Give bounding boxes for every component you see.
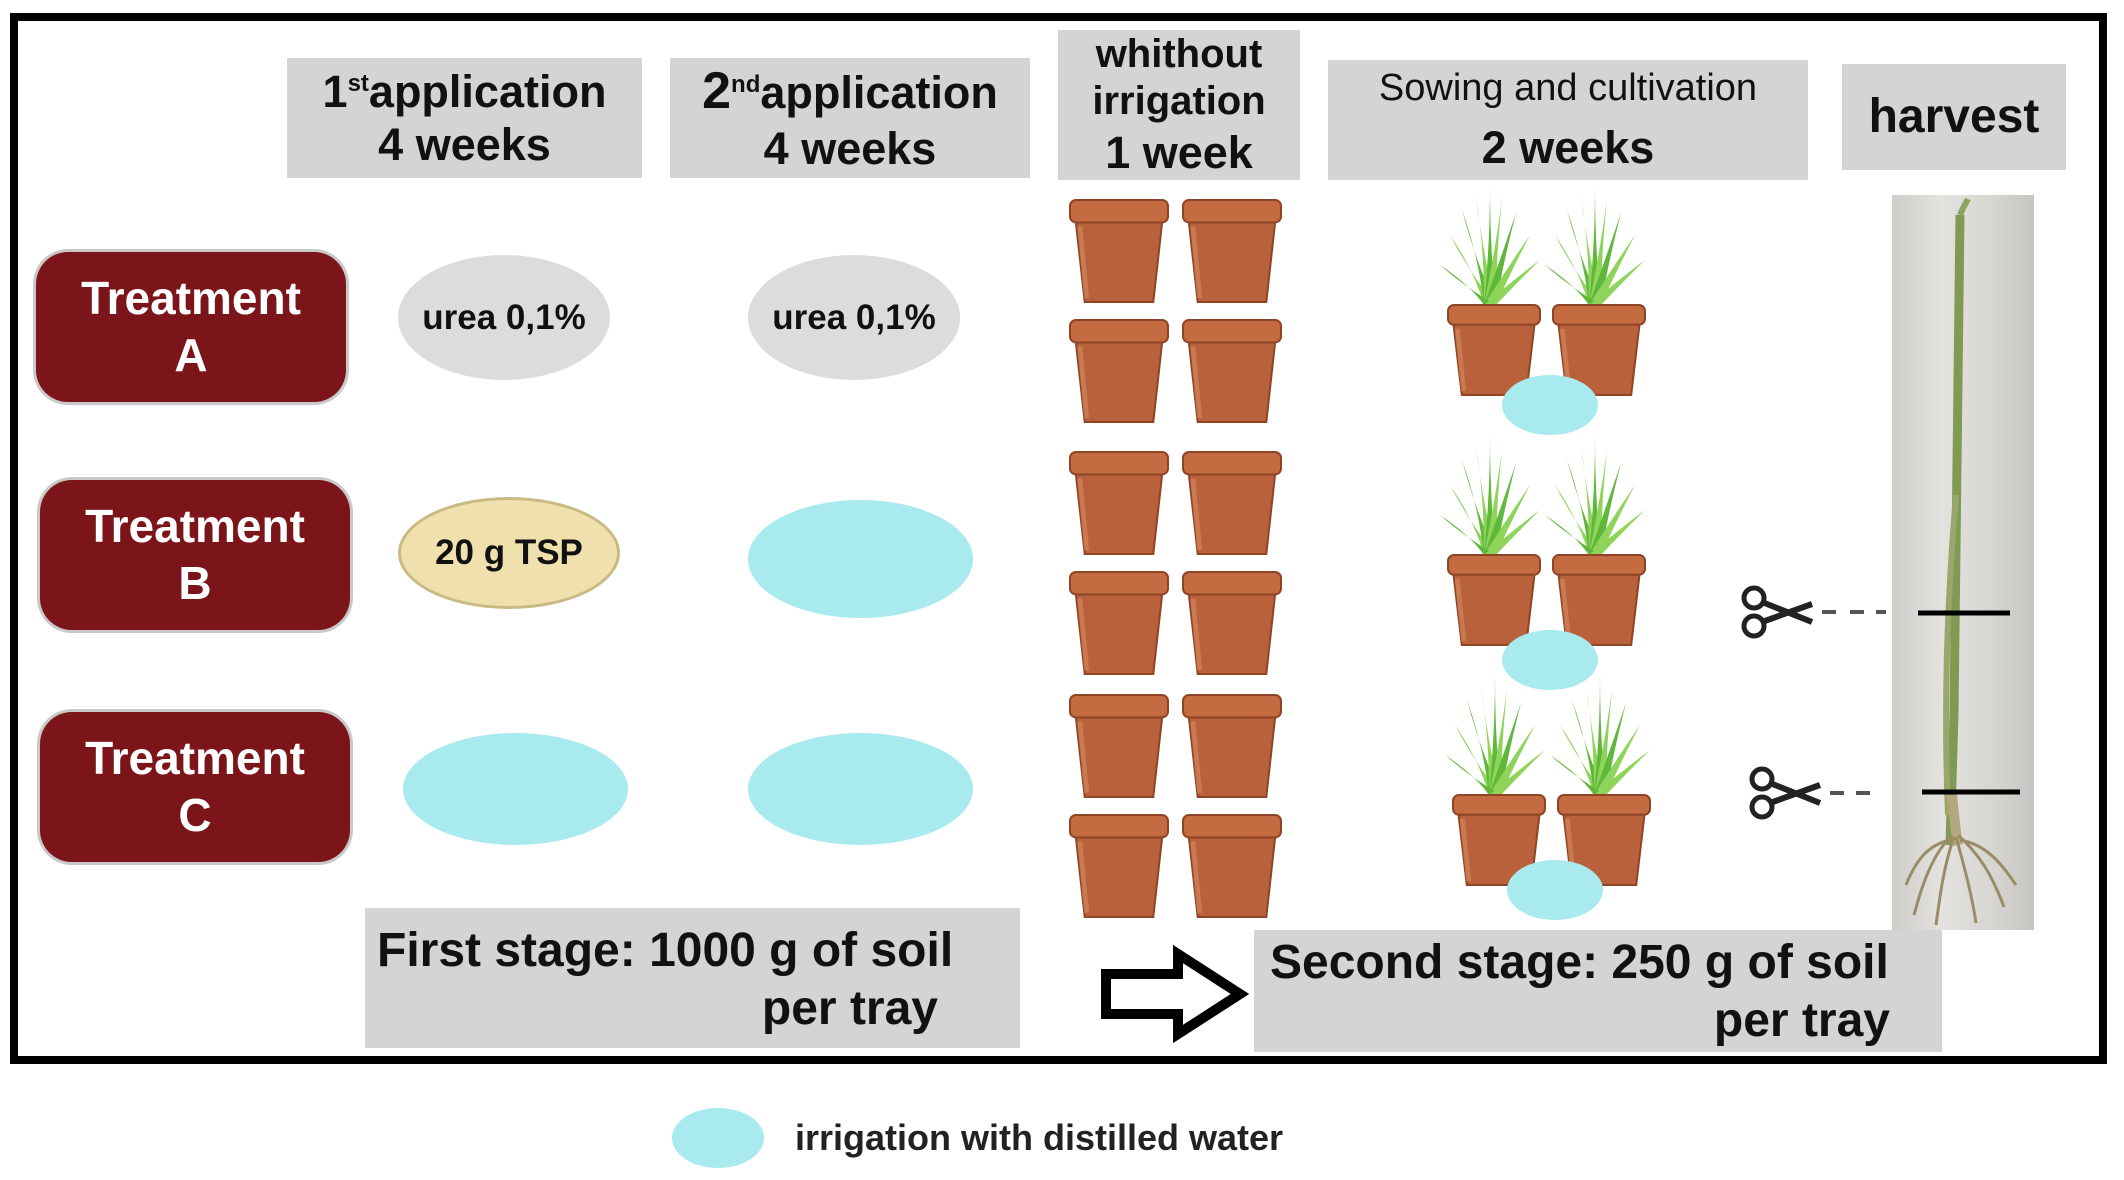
flower-pot-icon bbox=[1069, 814, 1169, 918]
grass-plant-icon bbox=[1445, 675, 1545, 795]
legend-water-swatch bbox=[672, 1108, 764, 1168]
diagram-frame bbox=[10, 13, 2107, 1064]
urea-application-a2: urea 0,1% bbox=[748, 255, 960, 380]
header-first-application: 1stapplication 4 weeks bbox=[287, 58, 642, 178]
scissors-icon bbox=[1741, 585, 1886, 639]
flower-pot-icon bbox=[1182, 199, 1282, 303]
first-stage-box: First stage: 1000 g of soil per tray bbox=[365, 908, 1020, 1048]
header-without-irrigation: whithout irrigation 1 week bbox=[1058, 30, 1300, 180]
flower-pot-icon bbox=[1069, 571, 1169, 675]
flower-pot-icon bbox=[1069, 199, 1169, 303]
water-irrigation-c1 bbox=[403, 733, 628, 845]
scissors-icon bbox=[1749, 766, 1870, 820]
header-second-application: 2ndapplication 4 weeks bbox=[670, 58, 1030, 178]
flower-pot-icon bbox=[1182, 451, 1282, 555]
flower-pot-icon bbox=[1182, 571, 1282, 675]
flower-pot-icon bbox=[1069, 451, 1169, 555]
plant-drawing bbox=[1904, 197, 2020, 926]
legend-label: irrigation with distilled water bbox=[795, 1117, 1284, 1158]
water-irrigation-icon bbox=[1507, 860, 1603, 920]
water-irrigation-b2 bbox=[748, 500, 973, 618]
flower-pot-icon bbox=[1182, 694, 1282, 798]
header-sowing-cultivation: Sowing and cultivation 2 weeks bbox=[1328, 60, 1808, 180]
flower-pot-icon bbox=[1447, 304, 1541, 396]
grass-plant-icon bbox=[1550, 675, 1650, 795]
water-irrigation-icon bbox=[1502, 375, 1598, 435]
flower-pot-icon bbox=[1552, 554, 1646, 646]
flower-pot-icon bbox=[1069, 319, 1169, 423]
flower-pot-icon bbox=[1447, 554, 1541, 646]
second-stage-box: Second stage: 250 g of soil per tray bbox=[1254, 930, 1942, 1052]
tsp-application-b1: 20 g TSP bbox=[398, 497, 620, 609]
grass-plant-icon bbox=[1545, 185, 1645, 305]
flower-pot-icon bbox=[1069, 694, 1169, 798]
grass-plant-icon bbox=[1440, 185, 1540, 305]
header-harvest: harvest bbox=[1842, 64, 2066, 170]
grass-plant-icon bbox=[1440, 435, 1540, 555]
urea-application-a1: urea 0,1% bbox=[398, 255, 610, 380]
water-irrigation-icon bbox=[1502, 630, 1598, 690]
flower-pot-icon bbox=[1182, 814, 1282, 918]
flower-pot-icon bbox=[1452, 794, 1546, 886]
grass-plant-icon bbox=[1545, 435, 1645, 555]
flower-pot-icon bbox=[1182, 319, 1282, 423]
water-irrigation-c2 bbox=[748, 733, 973, 845]
arrow-right-icon bbox=[1101, 944, 1250, 1044]
